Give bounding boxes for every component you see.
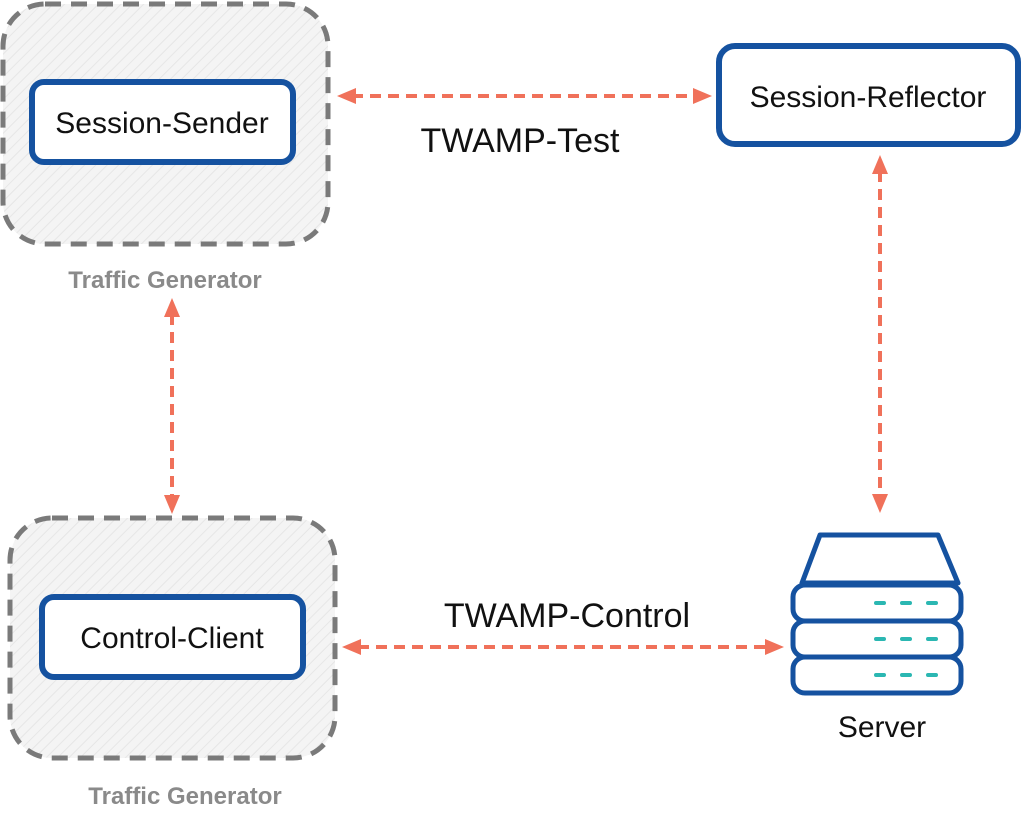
session-sender-node	[29, 79, 296, 165]
session-sender-label: Session-Sender	[55, 107, 268, 140]
server-label: Server	[838, 711, 926, 744]
twamp-test-arrow	[337, 88, 712, 104]
server-stack-icon	[790, 532, 964, 696]
traffic-generator-caption-bottom: Traffic Generator	[88, 783, 281, 810]
session-reflector-label: Session-Reflector	[750, 81, 987, 114]
generator-link-arrow	[164, 298, 180, 514]
twamp-control-arrow	[342, 639, 784, 655]
twamp-control-label: TWAMP-Control	[444, 597, 690, 635]
twamp-test-label: TWAMP-Test	[421, 122, 621, 160]
control-client-label: Control-Client	[80, 622, 264, 655]
reflector-server-arrow	[872, 155, 888, 513]
session-reflector-node	[716, 43, 1021, 147]
traffic-generator-caption-top: Traffic Generator	[68, 267, 261, 294]
control-client-node	[39, 594, 306, 680]
